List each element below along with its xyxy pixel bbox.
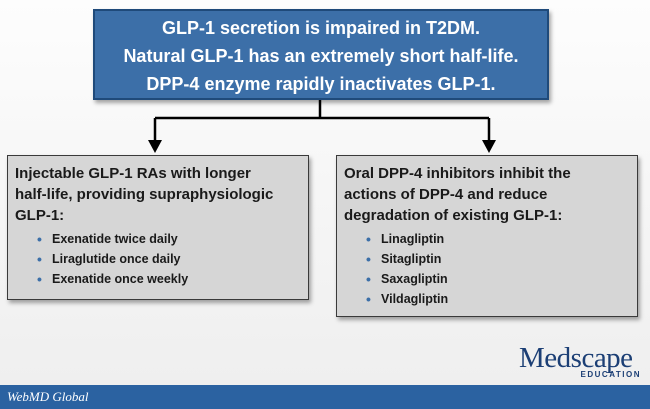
list-item: •Sitagliptin bbox=[366, 251, 442, 267]
right-box-heading: Oral DPP-4 inhibitors inhibit the action… bbox=[344, 165, 571, 224]
footer-brand: WebMD Global bbox=[7, 389, 89, 404]
bullet-icon: • bbox=[37, 231, 42, 247]
logo-wordmark: Medscape bbox=[519, 342, 633, 374]
list-item: •Liraglutide once daily bbox=[37, 251, 181, 267]
arrow-head-right bbox=[482, 140, 496, 153]
bullet-icon: • bbox=[37, 271, 42, 287]
left-box-list: •Exenatide twice daily •Liraglutide once… bbox=[15, 229, 300, 289]
right-box-list: •Linagliptin •Sitagliptin •Saxagliptin •… bbox=[344, 229, 629, 309]
list-item: •Linagliptin bbox=[366, 231, 445, 247]
connector-arrows bbox=[148, 100, 496, 153]
right-box: Oral DPP-4 inhibitors inhibit the action… bbox=[336, 155, 638, 317]
bullet-icon: • bbox=[37, 251, 42, 267]
top-box-line-1: GLP-1 secretion is impaired in T2DM. bbox=[161, 18, 481, 38]
top-box-line-3: DPP-4 enzyme rapidly inactivates GLP-1. bbox=[146, 74, 496, 94]
list-item: •Saxagliptin bbox=[366, 271, 448, 287]
medscape-logo: Medscape EDUCATION bbox=[519, 344, 645, 380]
list-item: •Vildagliptin bbox=[366, 291, 449, 307]
footer-bar: WebMD Global bbox=[0, 385, 650, 409]
arrow-head-left bbox=[148, 140, 162, 153]
list-item: •Exenatide once weekly bbox=[37, 271, 189, 287]
left-box-heading: Injectable GLP-1 RAs with longer half-li… bbox=[15, 165, 274, 224]
bullet-icon: • bbox=[366, 291, 371, 307]
bullet-icon: • bbox=[366, 251, 371, 267]
top-box: GLP-1 secretion is impaired in T2DM. Nat… bbox=[93, 9, 549, 100]
logo-subtitle: EDUCATION bbox=[580, 370, 641, 379]
bullet-icon: • bbox=[366, 271, 371, 287]
left-box: Injectable GLP-1 RAs with longer half-li… bbox=[7, 155, 309, 300]
top-box-line-2: Natural GLP-1 has an extremely short hal… bbox=[123, 46, 519, 66]
list-item: •Exenatide twice daily bbox=[37, 231, 178, 247]
bullet-icon: • bbox=[366, 231, 371, 247]
